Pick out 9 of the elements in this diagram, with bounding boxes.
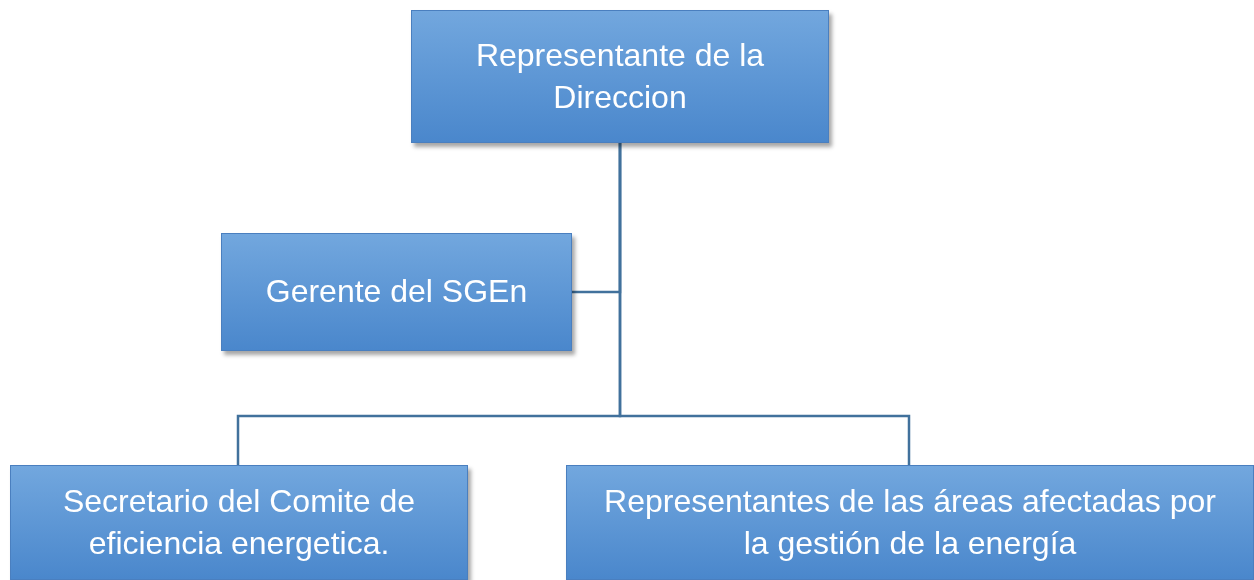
connector-line <box>618 143 911 465</box>
org-box <box>411 10 829 143</box>
role-label: Representantes de las áreas afectadas por la gestión de la energía <box>603 481 1217 563</box>
role-label: Gerente del SGEn <box>265 272 528 312</box>
org-box <box>221 233 572 351</box>
role-label: Secretario del Comite de eficiencia energetica. <box>61 481 417 563</box>
org-box <box>10 465 468 580</box>
role-label: Representante de la Direccion <box>474 35 766 117</box>
org-box <box>566 465 1254 580</box>
